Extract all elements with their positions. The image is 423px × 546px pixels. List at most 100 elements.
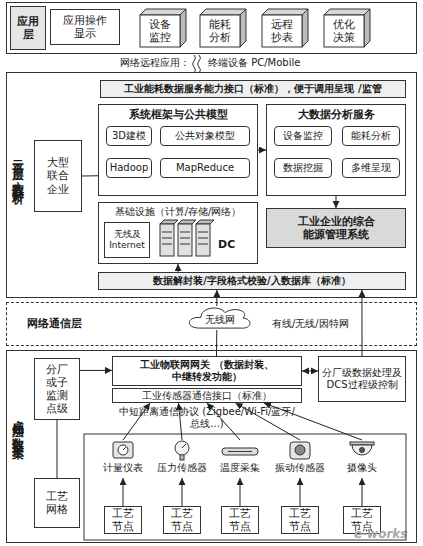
sensor-device: 摄像头 xyxy=(334,440,390,478)
connector-line xyxy=(264,403,362,440)
layer-band: 分厂或子监测点级 工业物联网网关 （数据封装、中继转发功能） 工业传感器通信接口（标… xyxy=(6,350,417,543)
process-box: 工业能耗数据服务能力接口（标准），便于调用呈现 /监管 xyxy=(100,80,406,98)
node-text: 工艺节点 xyxy=(111,507,135,533)
node-text: 摄像头 xyxy=(328,462,396,474)
cube-front xyxy=(324,15,364,47)
icon-part xyxy=(113,442,133,458)
node-text: 大型联合企业 xyxy=(46,156,70,196)
process-box: 分厂或子监测点级 xyxy=(34,358,80,420)
node-text: 公共对象模型 xyxy=(175,130,235,142)
node-text: 数据解封装/字段格式校验/入数据库（标准） xyxy=(153,275,350,287)
node-text: 设备监控 xyxy=(283,130,323,142)
icon-group xyxy=(175,441,189,460)
process-box: 设备监控 xyxy=(274,126,332,146)
server-body xyxy=(178,224,192,256)
device-icon xyxy=(334,440,390,461)
node-text: 3D建模 xyxy=(112,130,146,142)
annotation-label: DC xyxy=(218,238,248,251)
cube-top xyxy=(200,9,246,15)
node-text: 工业企业的综合能源管理系统 xyxy=(295,215,377,241)
node-text: 无线及 Internet xyxy=(105,229,149,251)
process-box: Hadoop xyxy=(106,158,152,178)
icon-part xyxy=(175,441,189,455)
process-box: 数据挖掘 xyxy=(274,158,332,178)
node-text: 工业物联网网关 （数据封装、中继转发功能） xyxy=(113,359,301,383)
process-box: 公共对象模型 xyxy=(160,126,250,146)
node-text: 无线网 xyxy=(205,311,235,326)
node-text: 优化决策 xyxy=(324,15,364,47)
annotation-label: 有线/无线/因特网 xyxy=(272,318,392,330)
node-text: 远程抄表 xyxy=(262,15,302,47)
cube-front xyxy=(262,15,302,47)
process-box: 3D建模 xyxy=(106,126,152,146)
cube-front xyxy=(200,15,240,47)
process-box: 工艺节点 xyxy=(104,506,142,534)
icon-part xyxy=(295,445,305,455)
icon-group xyxy=(290,442,310,459)
server-top xyxy=(178,220,196,224)
process-box: 工业传感器通信接口（标准） xyxy=(112,388,302,403)
connector-line xyxy=(216,330,217,356)
server-slots xyxy=(162,232,208,244)
server-top xyxy=(160,220,178,224)
node-text: Hadoop xyxy=(110,162,149,174)
icon-part xyxy=(123,447,126,450)
icon-part xyxy=(360,448,365,453)
layer-title: 云平台层·大数据分析 xyxy=(11,151,25,186)
node-text: 应用操作显示 xyxy=(62,14,108,40)
cube-side xyxy=(180,9,186,47)
node-text: 工艺节点 xyxy=(288,507,312,533)
node-text: 振动传感器 xyxy=(266,462,334,474)
node-text: 数据挖掘 xyxy=(283,162,323,174)
process-box: 工艺节点 xyxy=(163,506,201,534)
connector-line xyxy=(82,175,98,176)
sensor-device: 振动传感器 xyxy=(272,440,328,478)
layer-title: 应用层 xyxy=(10,6,46,50)
layer-band: 无线网网络通信层 xyxy=(6,302,417,346)
process-box: 工业企业的综合能源管理系统 xyxy=(266,208,406,248)
server-top xyxy=(196,220,214,224)
icon-part xyxy=(352,445,372,455)
node-text: 大数据分析服务 xyxy=(267,108,405,121)
annotation-label: 中短距离通信协议 (Zigbee/Wi-Fi/蓝牙/总线...) xyxy=(112,406,302,430)
cube-top xyxy=(324,9,370,15)
process-box: 应用操作显示 xyxy=(50,9,120,45)
sensor-device: 计量仪表 xyxy=(95,440,151,478)
cube-front xyxy=(140,15,180,47)
connector-line xyxy=(178,264,179,272)
icon-part xyxy=(290,442,310,459)
sensor-device: 温度采集 xyxy=(212,440,268,478)
node-text: 工艺节点 xyxy=(170,507,194,533)
server-rack xyxy=(160,220,214,256)
wave-line xyxy=(198,55,201,73)
device-icon xyxy=(212,440,268,461)
process-box: 工艺节点 xyxy=(281,506,319,534)
node-text: 设备监控 xyxy=(140,15,180,47)
node-text: 工艺节点 xyxy=(228,507,252,533)
connector-line xyxy=(179,403,183,440)
server-body xyxy=(160,224,174,256)
node-text: 分厂级数据处理及DCS过程级控制 xyxy=(319,367,405,391)
node-text: 能耗分析 xyxy=(200,15,240,47)
sensor-device: 压力传感器 xyxy=(154,440,210,478)
process-box: 分厂级数据处理及DCS过程级控制 xyxy=(318,356,406,402)
device-icon xyxy=(154,440,210,461)
cube-side xyxy=(302,9,308,47)
connector-line xyxy=(123,403,150,440)
connector-line xyxy=(302,370,318,371)
process-box: 工艺节点 xyxy=(221,506,259,534)
wave-line xyxy=(193,55,196,73)
process-box: 3D建模公共对象模型HadoopMapReduce系统框架与公共模型 xyxy=(98,104,258,196)
connector-line xyxy=(123,478,124,506)
connector-line xyxy=(336,196,337,208)
node-text: 能耗分析 xyxy=(351,130,391,142)
server-body xyxy=(196,224,210,256)
process-box: 大型联合企业 xyxy=(34,140,82,212)
connector-line xyxy=(258,150,266,151)
icon-part xyxy=(118,445,128,455)
process-box: 能耗分析 xyxy=(342,126,400,146)
process-box: 多维呈现 xyxy=(342,158,400,178)
node-text: 系统框架与公共模型 xyxy=(99,108,257,121)
